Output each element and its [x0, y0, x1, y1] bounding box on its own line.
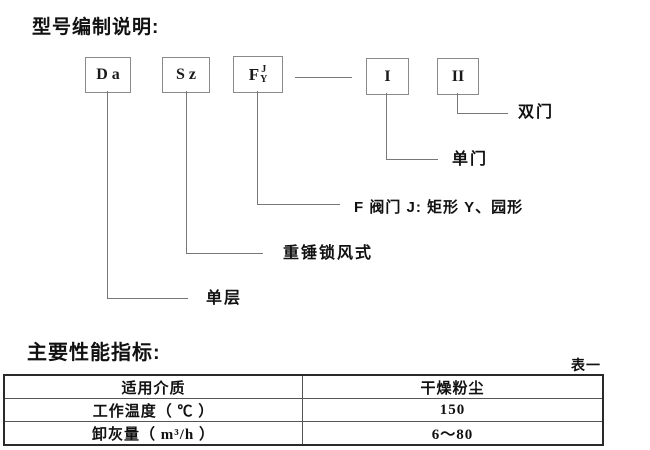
connector-i-vertical [386, 93, 387, 159]
code-box-i: I [366, 58, 409, 95]
row-temperature-value: 150 [302, 398, 604, 422]
connector-ii-horizontal [457, 113, 508, 114]
code-f-main: F [248, 64, 260, 84]
code-box-f: F J Y [233, 56, 283, 93]
code-box-ii: II [437, 58, 479, 95]
label-valve-types: F 阀门 J: 矩形 Y、园形 [354, 199, 524, 216]
code-f-stack: J Y [260, 63, 268, 85]
connector-i-horizontal [386, 159, 438, 160]
code-box-da-label: Da [96, 66, 124, 83]
performance-table: 适用介质 干燥粉尘 工作温度（ ℃ ） 150 卸灰量（ m³/h ） 6～80 [3, 374, 604, 446]
row-discharge-value: 6～80 [302, 421, 604, 446]
connector-ii-vertical [457, 93, 458, 113]
code-f-upper: J [261, 63, 267, 75]
connector-sz-vertical [186, 91, 187, 253]
table-row: 工作温度（ ℃ ） 150 [3, 398, 604, 422]
code-box-ii-label: II [451, 67, 465, 85]
connector-da-vertical [107, 91, 108, 298]
code-box-da: Da [85, 57, 131, 93]
connector-f-vertical [257, 91, 258, 204]
label-hammer-airlock: 重锤锁风式 [283, 245, 374, 262]
row-medium-name: 适用介质 [3, 374, 303, 399]
row-medium-value: 干燥粉尘 [302, 374, 604, 399]
row-discharge-name: 卸灰量（ m³/h ） [3, 421, 303, 446]
code-box-i-label: I [384, 67, 391, 85]
label-double-door: 双门 [518, 104, 555, 121]
label-single-door: 单门 [452, 151, 489, 168]
model-designation-title: 型号编制说明: [32, 17, 160, 38]
performance-title: 主要性能指标: [27, 342, 161, 364]
code-box-f-label: F J Y [248, 63, 268, 85]
row-temperature-name: 工作温度（ ℃ ） [3, 398, 303, 422]
code-f-lower: Y [260, 73, 268, 85]
connector-sz-horizontal [186, 253, 263, 254]
code-box-sz-label: Sz [176, 66, 200, 83]
table-caption: 表一 [571, 357, 601, 373]
table-row: 适用介质 干燥粉尘 [3, 374, 604, 399]
connector-f-horizontal [257, 204, 340, 205]
connector-f-to-i-dash [295, 77, 352, 78]
table-row: 卸灰量（ m³/h ） 6～80 [3, 421, 604, 446]
code-box-sz: Sz [162, 57, 210, 93]
label-single-layer: 单层 [206, 290, 243, 307]
connector-da-horizontal [107, 298, 188, 299]
